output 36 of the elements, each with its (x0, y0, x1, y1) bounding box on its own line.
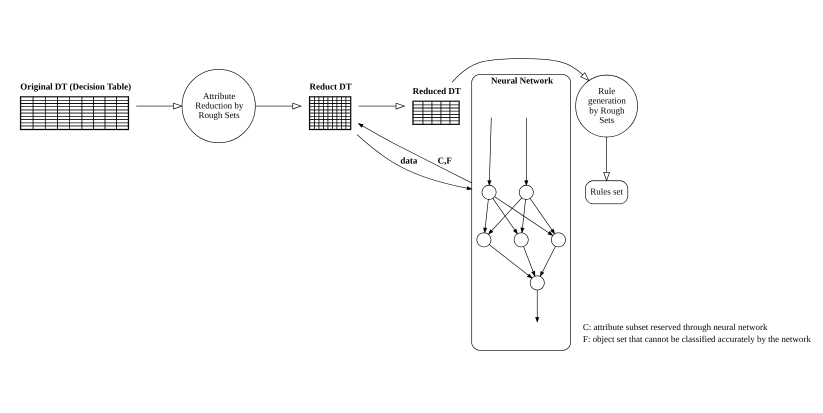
node-circle (518, 184, 534, 200)
node-circle (481, 184, 496, 200)
label: F: object set that cannot be classified accurately by the network (582, 334, 810, 344)
arrow (488, 244, 532, 278)
node-label: Reduct DT (309, 81, 352, 91)
node-circle: Rule generation by Rough Sets (574, 74, 638, 137)
edge-label: data (400, 155, 417, 166)
arrow (487, 197, 522, 234)
arrow (494, 196, 553, 236)
node-label: Reduced DT (412, 85, 460, 96)
arrow (524, 116, 528, 186)
arrow (520, 198, 526, 233)
arrow (358, 102, 405, 109)
arrow (492, 198, 518, 234)
node-circle (476, 232, 491, 247)
arrow (486, 116, 492, 186)
node-circle (513, 232, 528, 247)
node-circle (529, 274, 544, 290)
node-circle (550, 232, 566, 247)
arrow (529, 198, 555, 234)
arrow (451, 58, 589, 82)
edge-label: C,F (437, 155, 452, 166)
arrow (602, 136, 610, 182)
node-label: Original DT (Decision Table) (20, 81, 131, 91)
arrow (534, 289, 539, 322)
arrow (539, 245, 556, 277)
arrow (357, 122, 472, 183)
node-circle: Attribute Reduction by Rough Sets (181, 68, 256, 143)
node-box: Rules set (584, 180, 628, 204)
arrow (522, 246, 535, 276)
arrow (482, 198, 488, 233)
cluster: Neural Network (470, 74, 570, 350)
label: C: attribute subset reserved through neural network (582, 321, 767, 332)
arrow (135, 102, 182, 109)
arrow (254, 102, 302, 109)
arrow (356, 134, 472, 190)
